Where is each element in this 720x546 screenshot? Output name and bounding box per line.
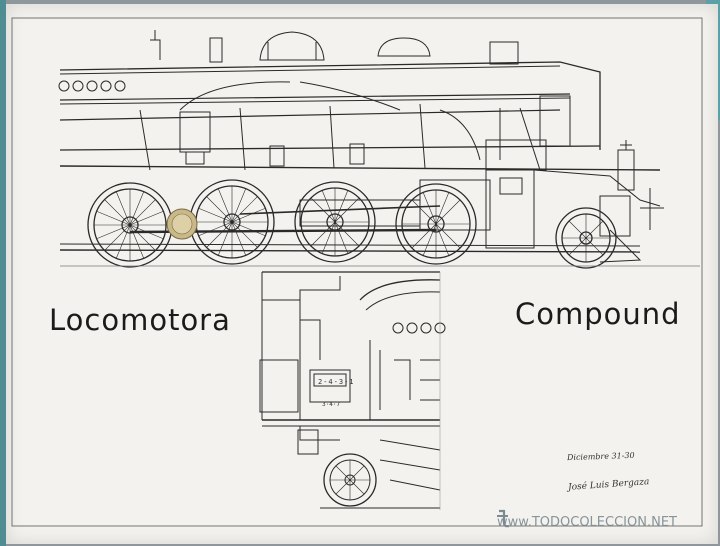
- locomotive-front-view: [259, 271, 446, 510]
- drawing-sheet: [6, 4, 718, 544]
- wheel-spokes: [94, 186, 610, 262]
- title-left: Locomotora: [49, 303, 231, 337]
- background-edge: [0, 0, 6, 546]
- watermark-logo-icon: [497, 509, 510, 528]
- wax-seal-icon: [166, 208, 198, 240]
- number-plate: 2-4-3-1: [318, 378, 355, 386]
- locomotive-side-view: [58, 30, 664, 263]
- sheet-border: [11, 17, 703, 527]
- number-under: 3·4·7: [322, 401, 341, 408]
- watermark-text: www.TODOCOLECCION.NET: [497, 515, 677, 530]
- title-right: Compound: [515, 297, 681, 331]
